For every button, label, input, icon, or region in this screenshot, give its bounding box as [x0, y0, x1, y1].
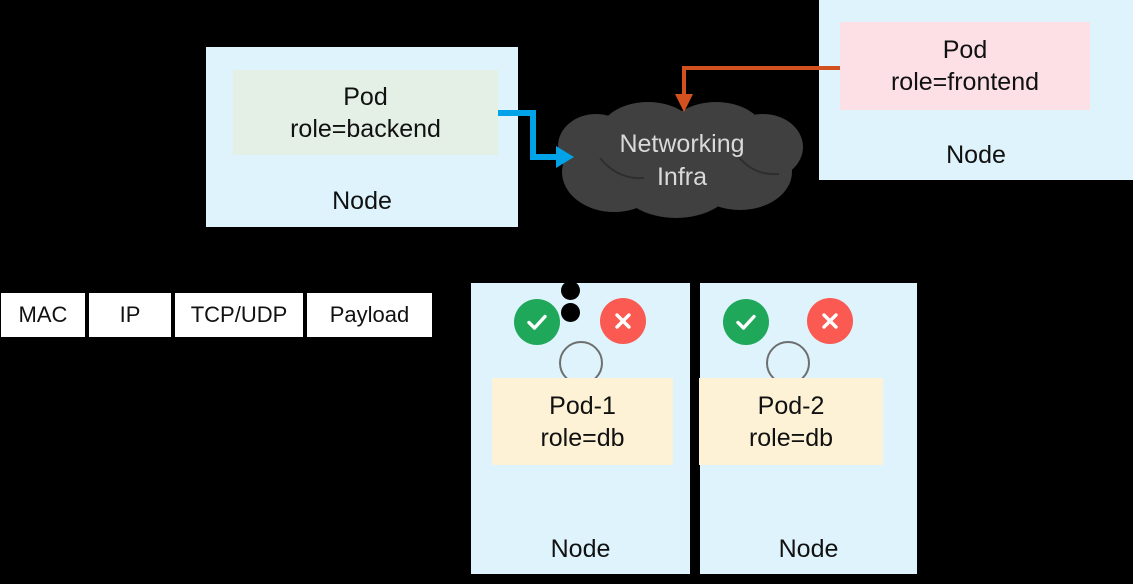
pod-backend-line1: Pod	[343, 82, 388, 111]
pod-backend-line2: role=backend	[290, 114, 441, 143]
pod-db-1-line2: role=db	[540, 423, 625, 452]
allow-badge-pod-1	[514, 299, 560, 345]
pod-db-2-line2: role=db	[748, 423, 834, 452]
pod-frontend: Pod role=frontend	[840, 22, 1090, 110]
pod-db-1-line1: Pod-1	[549, 391, 616, 420]
node-db-1-label: Node	[550, 535, 611, 563]
allow-badge-pod-2	[723, 299, 769, 345]
networking-infra-cloud	[558, 102, 803, 218]
packet-cell-mac-label: MAC	[18, 302, 68, 327]
pod-frontend-line1: Pod	[942, 36, 988, 64]
packet-cell-ip-label: IP	[119, 302, 141, 327]
packet-cell-tcp-udp: TCP/UDP	[174, 292, 304, 338]
node-frontend: Pod role=frontend Node	[819, 0, 1133, 180]
packet-cell-payload: Payload	[306, 292, 433, 338]
packet-cell-tcp-udp-label: TCP/UDP	[190, 302, 288, 327]
arrow-frontend-to-cloud	[675, 66, 840, 112]
check-icon	[736, 314, 756, 330]
packet-cell-ip: IP	[88, 292, 172, 338]
packet-cell-payload-label: Payload	[329, 302, 410, 327]
pod-backend: Pod role=backend	[233, 70, 498, 155]
check-icon	[527, 314, 547, 330]
node-frontend-label: Node	[946, 141, 1006, 169]
pod-db-2-line1: Pod-2	[757, 391, 825, 420]
pod-db-1: Pod-1 role=db	[492, 378, 673, 465]
packet-dot-lower	[561, 303, 580, 322]
packet-cell-mac: MAC	[0, 292, 86, 338]
cross-icon	[822, 313, 838, 329]
deny-badge-pod-1	[600, 298, 646, 344]
node-db-2-label: Node	[778, 535, 839, 563]
deny-badge-pod-2	[807, 298, 853, 344]
cloud-label-line1: Networking	[619, 130, 745, 158]
cloud-label-line2: Infra	[656, 162, 708, 191]
node-backend: Pod role=backend Node	[206, 47, 518, 227]
packet-dot-upper	[561, 281, 580, 300]
cross-icon	[615, 313, 631, 329]
cloud-label: Networking Infra	[582, 128, 782, 193]
pod-frontend-line2: role=frontend	[890, 68, 1040, 96]
node-backend-label: Node	[332, 187, 392, 215]
pod-db-2: Pod-2 role=db	[699, 378, 883, 465]
